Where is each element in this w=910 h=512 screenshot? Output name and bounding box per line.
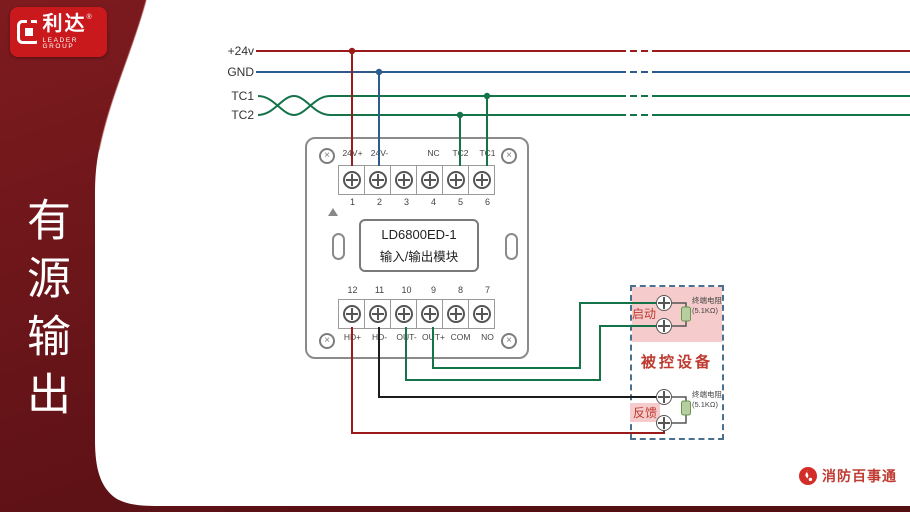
terminal-number: 12 [347, 285, 358, 295]
corner-screw-icon: × [319, 148, 335, 164]
terminal-number: 11 [374, 285, 385, 295]
terminal-screw-icon [420, 305, 439, 323]
controlled-device-title: 被控设备 [640, 354, 713, 371]
resistor-label-feedback: 终端电阻 (5.1KΩ) [692, 390, 726, 409]
mounting-slot-icon [332, 233, 345, 260]
terminal-screw-icon [472, 171, 491, 189]
terminal-cell [364, 299, 391, 329]
terminal-cell [338, 299, 365, 329]
junction-dot-tc1 [483, 92, 491, 100]
terminal-screw-icon [420, 171, 439, 189]
logo-registered-mark: ® [86, 13, 92, 21]
bus-line-tc1-braid [257, 95, 331, 117]
resistor-name: 终端电阻 [692, 390, 722, 399]
terminal-cell [390, 165, 417, 195]
device-terminal-start-plus [656, 295, 672, 311]
module-description: 输入/输出模块 [379, 249, 459, 264]
logo-text: 利达® LEADER GROUP [42, 14, 101, 51]
corner-screw-icon: × [319, 333, 335, 349]
logo-subtitle: LEADER GROUP [42, 36, 79, 50]
leader-group-logo: 利达® LEADER GROUP [10, 7, 107, 57]
page-title-vertical: 有源输出 [20, 197, 69, 429]
bus-label-24v: +24v [227, 44, 254, 58]
terminal-screw-icon [368, 171, 387, 189]
terminal-label: NO [481, 332, 494, 342]
terminal-number: 1 [349, 197, 355, 207]
terminal-cell [442, 165, 469, 195]
leader-logo-icon [17, 19, 38, 44]
resistor-leads-start [672, 302, 687, 327]
footer-brand-name: 消防百事通 [822, 468, 897, 484]
junction-dot-24v [348, 47, 356, 55]
terminal-cell [468, 299, 495, 329]
terminal-number: 4 [430, 197, 436, 207]
terminal-screw-icon [342, 171, 361, 189]
footer-logo-icon [799, 467, 817, 485]
corner-screw-icon: × [501, 148, 517, 164]
device-terminal-feedback-minus [656, 415, 672, 431]
terminal-label: COM [450, 332, 471, 342]
terminal-number: 9 [430, 285, 436, 295]
feedback-label: 反馈 [630, 403, 661, 422]
terminal-cell [468, 165, 495, 195]
bus-line-tc2-braid [257, 94, 331, 116]
terminal-screw-icon [394, 305, 413, 323]
orientation-triangle-icon [328, 208, 338, 216]
wire-out-minus-start [405, 325, 662, 381]
terminal-number: 8 [457, 285, 463, 295]
controlled-device-box [630, 285, 724, 440]
mounting-slot-icon [505, 233, 518, 260]
junction-dot-gnd [375, 68, 383, 76]
terminal-cell [416, 165, 443, 195]
terminal-number: 2 [376, 197, 382, 207]
bus-label-tc2: TC2 [231, 108, 254, 122]
terminal-number: 5 [457, 197, 463, 207]
logo-brand: 利达 [42, 12, 87, 35]
resistor-value: (5.1KΩ) [692, 399, 719, 409]
resistor-leads-feedback [672, 396, 687, 424]
junction-dot-tc2 [456, 111, 464, 119]
terminal-cell [364, 165, 391, 195]
start-section-highlight [632, 287, 722, 342]
terminal-number: 10 [401, 285, 412, 295]
corner-screw-icon: × [501, 333, 517, 349]
footer-brand: 消防百事通 [798, 466, 897, 486]
sidebar-edge-highlight [98, 0, 147, 151]
top-terminal-numbers: 1 2 3 4 5 6 [339, 197, 501, 207]
device-terminal-feedback-plus [656, 389, 672, 405]
bottom-terminal-numbers: 12 11 10 9 8 7 [339, 285, 501, 295]
resistor-body-start-icon [681, 306, 691, 322]
terminal-screw-icon [472, 305, 491, 323]
bus-label-gnd: GND [227, 65, 254, 79]
terminal-number: 6 [484, 197, 490, 207]
module-model: LD6800ED-1 [381, 226, 457, 242]
terminal-label: NC [427, 148, 440, 158]
wire-hd-minus-feedback [378, 327, 662, 398]
bottom-terminal-block [338, 299, 501, 329]
start-label: 启动 [632, 307, 657, 321]
module-nameplate: LD6800ED-1 输入/输出模块 [359, 219, 479, 272]
resistor-body-feedback-icon [681, 400, 691, 416]
top-terminal-block [338, 165, 501, 195]
resistor-label-start: 终端电阻 (5.1KΩ) [692, 296, 726, 315]
wire-out-plus-start [432, 302, 662, 369]
bus-label-tc1: TC1 [231, 89, 254, 103]
terminal-screw-icon [446, 171, 465, 189]
resistor-value: (5.1KΩ) [692, 305, 719, 315]
terminal-number: 7 [484, 285, 490, 295]
terminal-number: 3 [403, 197, 409, 207]
device-terminal-start-minus [656, 318, 672, 334]
terminal-screw-icon [342, 305, 361, 323]
terminal-screw-icon [368, 305, 387, 323]
terminal-screw-icon [446, 305, 465, 323]
resistor-name: 终端电阻 [692, 296, 722, 305]
terminal-cell [442, 299, 469, 329]
terminal-cell [416, 299, 443, 329]
io-module: × × × × 24V+ 24V- NC TC2 TC1 1 2 3 4 5 [305, 137, 529, 359]
terminal-screw-icon [394, 171, 413, 189]
